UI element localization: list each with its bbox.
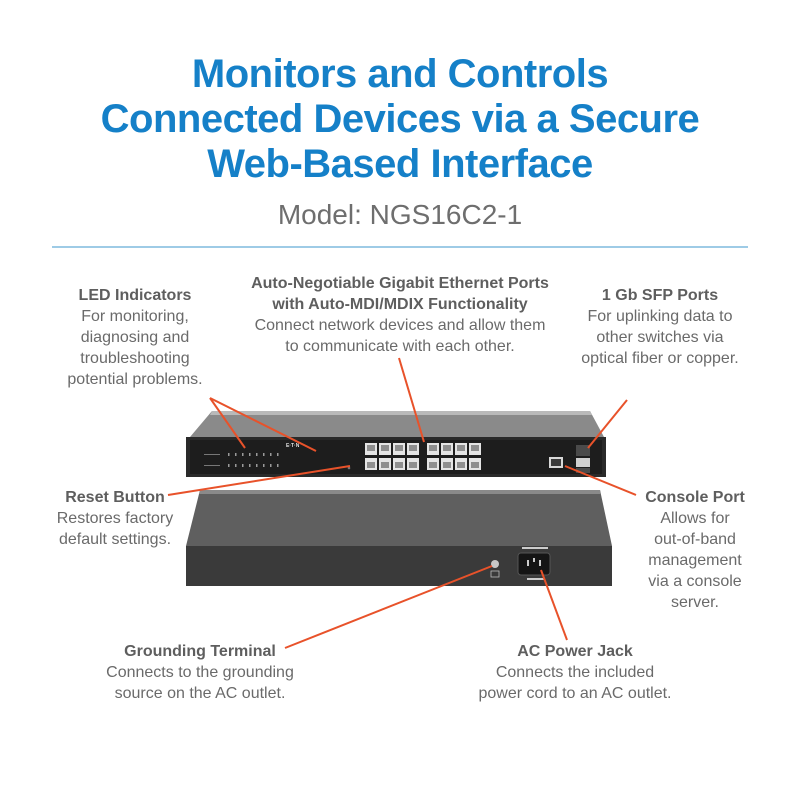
sfp-port-1: [576, 445, 590, 456]
callout-text: Restores factory: [56, 510, 174, 527]
led-indicator: [228, 453, 230, 456]
led-indicator: [263, 464, 265, 467]
callout-console-port: Console Port Allows for out-of-band mana…: [630, 487, 760, 613]
callout-grounding-terminal: Grounding Terminal Connects to the groun…: [80, 641, 320, 704]
headline: Monitors and Controls Connected Devices …: [0, 52, 800, 187]
callout-text: to communicate with each other.: [285, 338, 515, 355]
callout-sfp-ports: 1 Gb SFP Ports For uplinking data to oth…: [565, 285, 755, 369]
model-number: Model: NGS16C2-1: [277, 199, 523, 230]
sfp-line: [587, 399, 628, 449]
led-indicator: [270, 464, 272, 467]
led-line-2: [209, 397, 317, 452]
led-indicator: [242, 453, 244, 456]
led-indicator: [235, 464, 237, 467]
power-line: [540, 569, 568, 641]
headline-line-3: Web-Based Interface: [207, 142, 593, 186]
rear-unit-top: [186, 490, 612, 546]
callout-title: Reset Button: [65, 489, 165, 506]
ac-power-jack: [517, 552, 551, 576]
led-indicator: [263, 453, 265, 456]
console-line: [564, 465, 637, 496]
headline-line-1: Monitors and Controls: [191, 52, 609, 96]
front-unit-top: [190, 411, 604, 437]
headline-line-2: Connected Devices via a Secure: [100, 97, 700, 141]
reset-button: [347, 466, 351, 470]
callout-text: troubleshooting: [80, 350, 190, 367]
callout-text: management: [648, 552, 742, 569]
ground-line: [284, 565, 493, 649]
callout-title: LED Indicators: [78, 287, 192, 304]
callout-text: source on the AC outlet.: [114, 685, 286, 702]
ethernet-ports: [365, 443, 481, 470]
sfp-port-2: [576, 458, 590, 467]
callout-text: For uplinking data to: [587, 308, 733, 325]
led-indicator: [256, 453, 258, 456]
led-indicator: [228, 464, 230, 467]
led-indicator: [256, 464, 258, 467]
led-indicator: [249, 453, 251, 456]
callout-title: Auto-Negotiable Gigabit Ethernet Ports: [251, 275, 549, 292]
callout-title: with Auto-MDI/MDIX Functionality: [272, 296, 528, 313]
reset-line: [167, 465, 351, 496]
callout-lines: [167, 357, 637, 649]
led-indicator: [277, 464, 279, 467]
callout-title: 1 Gb SFP Ports: [601, 287, 719, 304]
ground-symbol: [490, 570, 500, 578]
callout-text: Allows for: [660, 510, 730, 527]
grounding-terminal: [491, 560, 499, 568]
callout-text: server.: [670, 594, 719, 611]
callout-led-indicators: LED Indicators For monitoring, diagnosin…: [40, 285, 230, 390]
led-indicator: [235, 453, 237, 456]
callout-title: Console Port: [645, 489, 745, 506]
callout-text: potential problems.: [67, 371, 203, 388]
callout-text: Connects to the grounding: [106, 664, 294, 681]
led-indicator: [270, 453, 272, 456]
front-unit-top-highlight: [210, 411, 592, 415]
callout-text: For monitoring,: [81, 308, 189, 325]
callout-ethernet-ports: Auto-Negotiable Gigabit Ethernet Ports w…: [215, 273, 585, 357]
callout-text: Connects the included: [495, 664, 655, 681]
callout-title: Grounding Terminal: [124, 643, 276, 660]
callout-text: diagnosing and: [80, 329, 190, 346]
callout-text: via a console: [648, 573, 742, 590]
divider: [52, 246, 748, 248]
led-indicator: [242, 464, 244, 467]
callout-text: optical fiber or copper.: [581, 350, 739, 367]
callout-text: default settings.: [58, 531, 172, 548]
brand-logo: E·T·N: [286, 443, 300, 449]
led-indicator: [249, 464, 251, 467]
callout-text: Connect network devices and allow them: [254, 317, 546, 334]
callout-ac-power-jack: AC Power Jack Connects the included powe…: [455, 641, 695, 704]
led-line-1: [209, 397, 246, 449]
ethernet-line: [398, 357, 425, 443]
led-indicator: [277, 453, 279, 456]
callout-text: power cord to an AC outlet.: [478, 685, 672, 702]
callout-reset-button: Reset Button Restores factory default se…: [40, 487, 190, 550]
callout-text: other switches via: [596, 329, 724, 346]
callout-text: out-of-band: [654, 531, 736, 548]
callout-title: AC Power Jack: [517, 643, 633, 660]
led-indicators: [204, 453, 279, 467]
